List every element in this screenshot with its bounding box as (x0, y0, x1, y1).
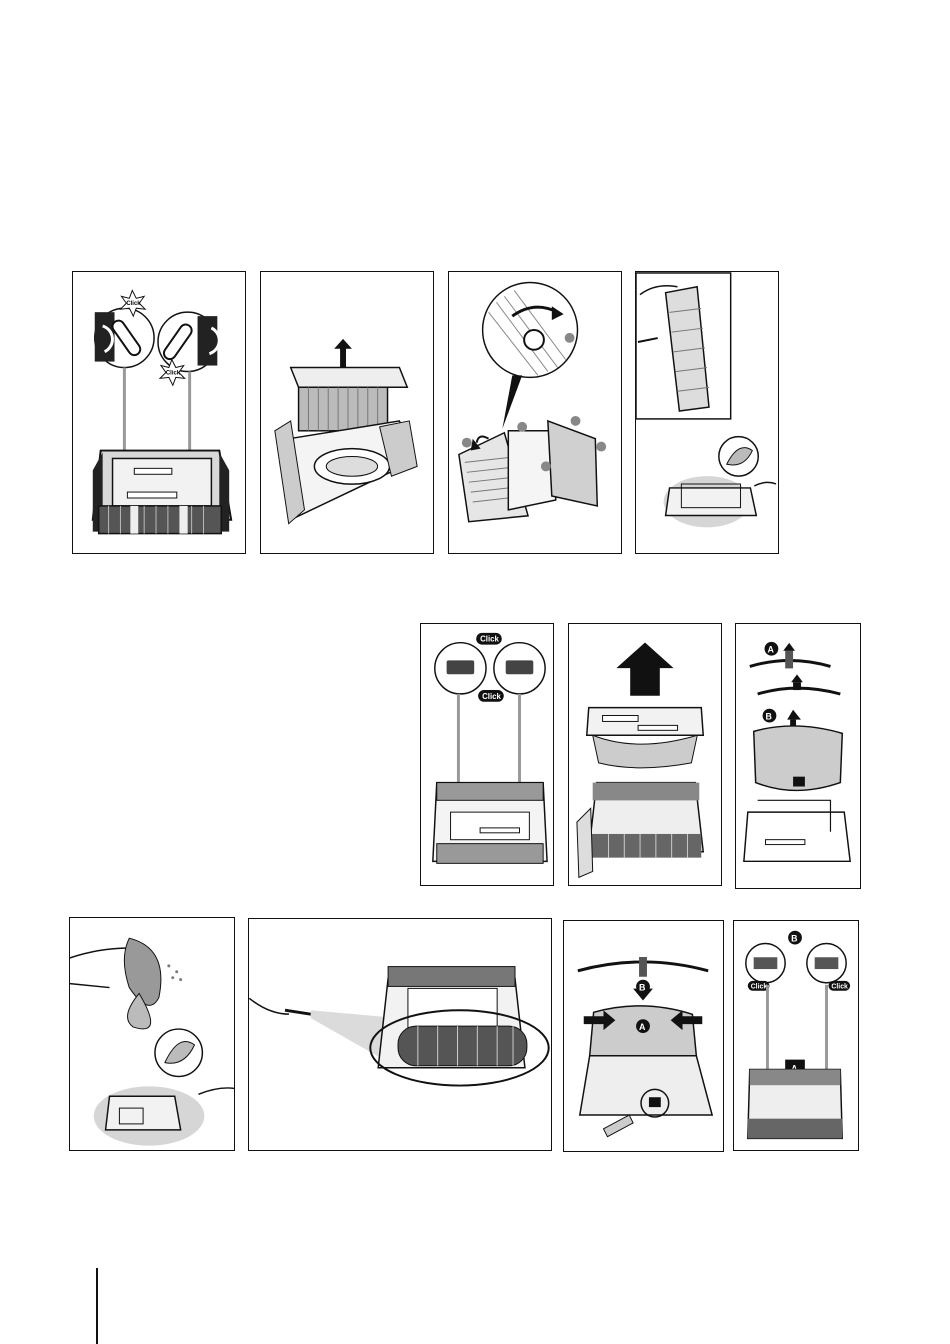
click-tag-1: Click (480, 635, 499, 644)
label-b-reattach: B (791, 934, 797, 944)
click-tag-2: Click (482, 692, 501, 701)
click-tag-4: Click (831, 984, 848, 991)
step-panel-release-latches: Click Click (72, 271, 246, 554)
label-a: A (767, 645, 774, 655)
open-filter-illustration (449, 272, 621, 553)
step-panel-rinse-brushes (248, 918, 552, 1151)
step-panel-reinstall-bag: B A (563, 920, 724, 1152)
robot-latch-illustration: Click Click (73, 272, 245, 553)
click-latches-illustration: Click Click (421, 624, 553, 885)
click-tag-3: Click (751, 984, 768, 991)
rinse-bag-illustration (70, 918, 234, 1150)
lift-bag-illustration (569, 624, 721, 885)
step-panel-rinse-filter (635, 271, 779, 554)
step-panel-rinse-bag (69, 917, 235, 1151)
label-b: B (766, 712, 772, 722)
lift-filter-illustration (261, 272, 433, 553)
step-panel-open-filter (448, 271, 622, 554)
step-panel-lift-filter (260, 271, 434, 554)
label-a-reinstall: A (639, 1022, 646, 1032)
margin-rule (96, 1268, 98, 1344)
click-burst-label-1: Click (126, 301, 141, 307)
rinse-brushes-illustration (249, 919, 551, 1150)
remove-bag-illustration: A B (736, 624, 860, 888)
step-panel-remove-bag: A B (735, 623, 861, 889)
rinse-filter-illustration (636, 272, 778, 553)
label-b-reinstall: B (639, 983, 645, 993)
step-panel-lift-bag (568, 623, 722, 886)
step-panel-click-latches: Click Click (420, 623, 554, 886)
step-panel-reattach: B Click Click A (733, 920, 859, 1151)
reinstall-bag-illustration: B A (564, 921, 723, 1151)
click-burst-label-2: Click (166, 370, 181, 376)
reattach-illustration: B Click Click A (734, 921, 858, 1150)
